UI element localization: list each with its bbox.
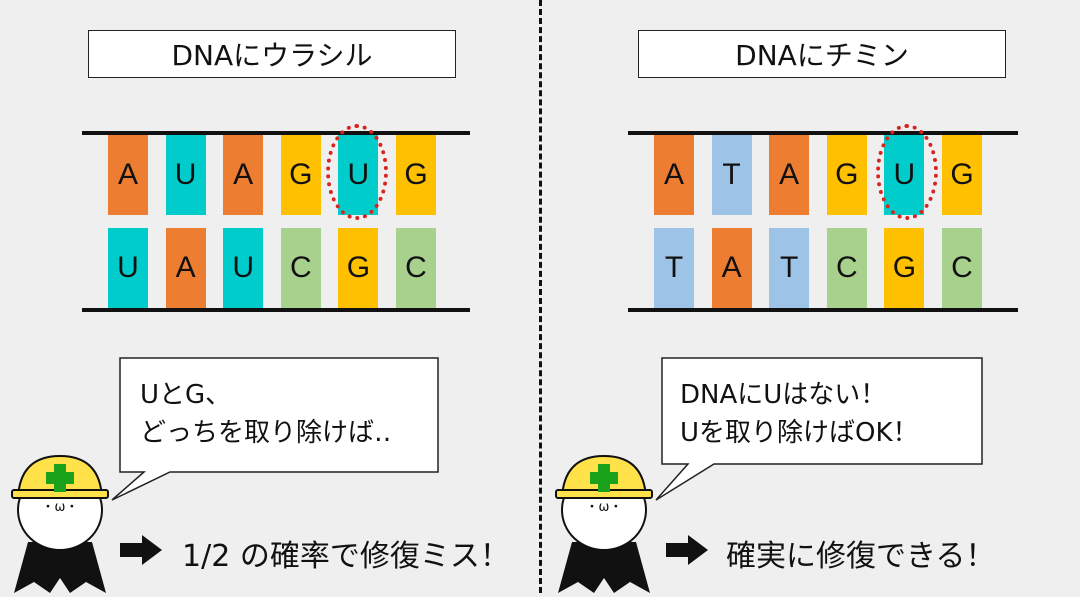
right-bottom-base-4: G <box>884 228 925 308</box>
left-bottom-backbone <box>82 308 470 312</box>
right-bottom-base-3: C <box>826 228 867 308</box>
left-title: DNAにウラシル <box>88 30 456 78</box>
left-bottom-base-0: U <box>108 228 148 308</box>
left-worker: ・ω・ <box>10 450 110 593</box>
left-top-base-1: U <box>165 135 206 215</box>
left-top-base-2: A <box>223 135 264 215</box>
right-top-base-2: A <box>769 135 810 215</box>
left-speech-line2: どっちを取り除けば‥ <box>140 418 392 448</box>
right-top-base-3: G <box>826 135 867 215</box>
left-mismatch-highlight <box>326 124 388 220</box>
left-top-base-5: G <box>396 135 436 215</box>
right-top-base-0: A <box>654 135 694 215</box>
right-worker-face: ・ω・ <box>585 500 623 515</box>
right-bottom-backbone <box>628 308 1018 312</box>
right-bottom-base-2: T <box>769 228 810 308</box>
right-bottom-base-0: T <box>654 228 694 308</box>
right-speech-line2: Uを取り除けばOK！ <box>680 418 919 448</box>
left-bottom-base-3: C <box>280 228 321 308</box>
left-speech-line1: UとG、 <box>140 380 232 410</box>
speech-bubble-icon <box>111 357 439 501</box>
left-top-backbone <box>82 131 470 135</box>
left-top-base-3: G <box>280 135 321 215</box>
panel-divider <box>539 0 542 593</box>
left-worker-face: ・ω・ <box>41 500 79 515</box>
right-result: 確実に修復できる！ <box>726 539 996 574</box>
right-bottom-base-1: A <box>711 228 752 308</box>
right-top-backbone <box>628 131 1018 135</box>
right-arrow-icon <box>666 535 708 565</box>
right-mismatch-highlight <box>876 124 938 220</box>
right-arrow-icon <box>120 535 162 565</box>
left-top-base-0: A <box>108 135 148 215</box>
left-bottom-base-1: A <box>165 228 206 308</box>
left-result: 1/2 の確率で修復ミス！ <box>182 539 510 574</box>
right-top-base-1: T <box>711 135 752 215</box>
left-bottom-base-5: C <box>396 228 436 308</box>
right-title: DNAにチミン <box>638 30 1006 78</box>
right-worker: ・ω・ <box>554 450 654 593</box>
right-speech-line1: DNAにUはない！ <box>680 380 887 410</box>
left-bottom-base-2: U <box>223 228 264 308</box>
right-top-base-5: G <box>942 135 982 215</box>
right-bottom-base-5: C <box>942 228 982 308</box>
speech-bubble-icon <box>655 357 983 501</box>
left-bottom-base-4: G <box>338 228 379 308</box>
